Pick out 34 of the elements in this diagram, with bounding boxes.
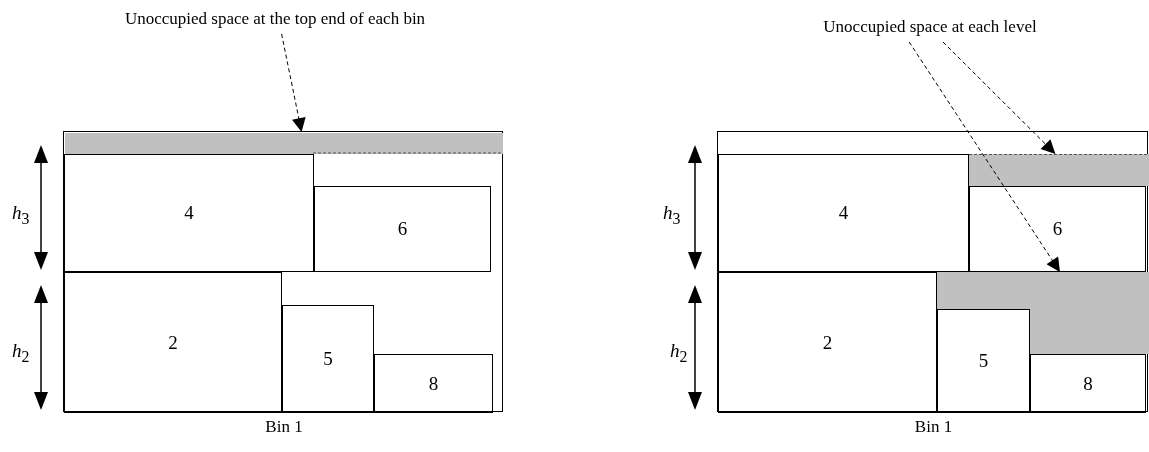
unoccupied-space xyxy=(937,272,1149,354)
item-number: 2 xyxy=(168,331,178,354)
item-number: 4 xyxy=(184,202,194,224)
item-number: 8 xyxy=(1083,372,1093,395)
packed-item xyxy=(282,305,374,413)
item-number: 5 xyxy=(978,350,989,372)
item-number: 4 xyxy=(838,202,849,224)
packed-item xyxy=(64,272,282,413)
packed-item xyxy=(969,186,1146,272)
leader-arrow xyxy=(942,41,1056,155)
leader-arrow xyxy=(281,33,306,133)
item-number: 6 xyxy=(397,218,408,240)
packed-item xyxy=(64,154,314,272)
callout-text: Unoccupied space at the top end of each bin xyxy=(110,5,440,32)
item-number: 8 xyxy=(428,372,439,395)
dimension-label: h$_{2}$ xyxy=(12,340,30,366)
dimension-label: h$_{2}$ xyxy=(670,340,688,366)
dimension-label: h$_{3}$ xyxy=(12,202,30,228)
unoccupied-space xyxy=(64,132,504,154)
bin-caption: Bin 1 xyxy=(265,417,303,437)
bin-caption: Bin 1 xyxy=(914,417,953,437)
packed-item xyxy=(374,354,493,413)
dimension-label: h$_{3}$ xyxy=(663,202,681,228)
packed-item xyxy=(1030,354,1146,413)
item-number: 2 xyxy=(822,331,833,354)
packed-item xyxy=(718,272,937,413)
packed-item xyxy=(314,186,491,272)
callout-text: Unoccupied space at each level xyxy=(800,13,1060,40)
item-number: 5 xyxy=(323,348,333,370)
packed-item xyxy=(718,154,969,272)
unoccupied-space xyxy=(969,154,1149,186)
packed-item xyxy=(937,309,1030,413)
leader-arrow xyxy=(908,41,1061,273)
item-number: 6 xyxy=(1052,218,1063,240)
